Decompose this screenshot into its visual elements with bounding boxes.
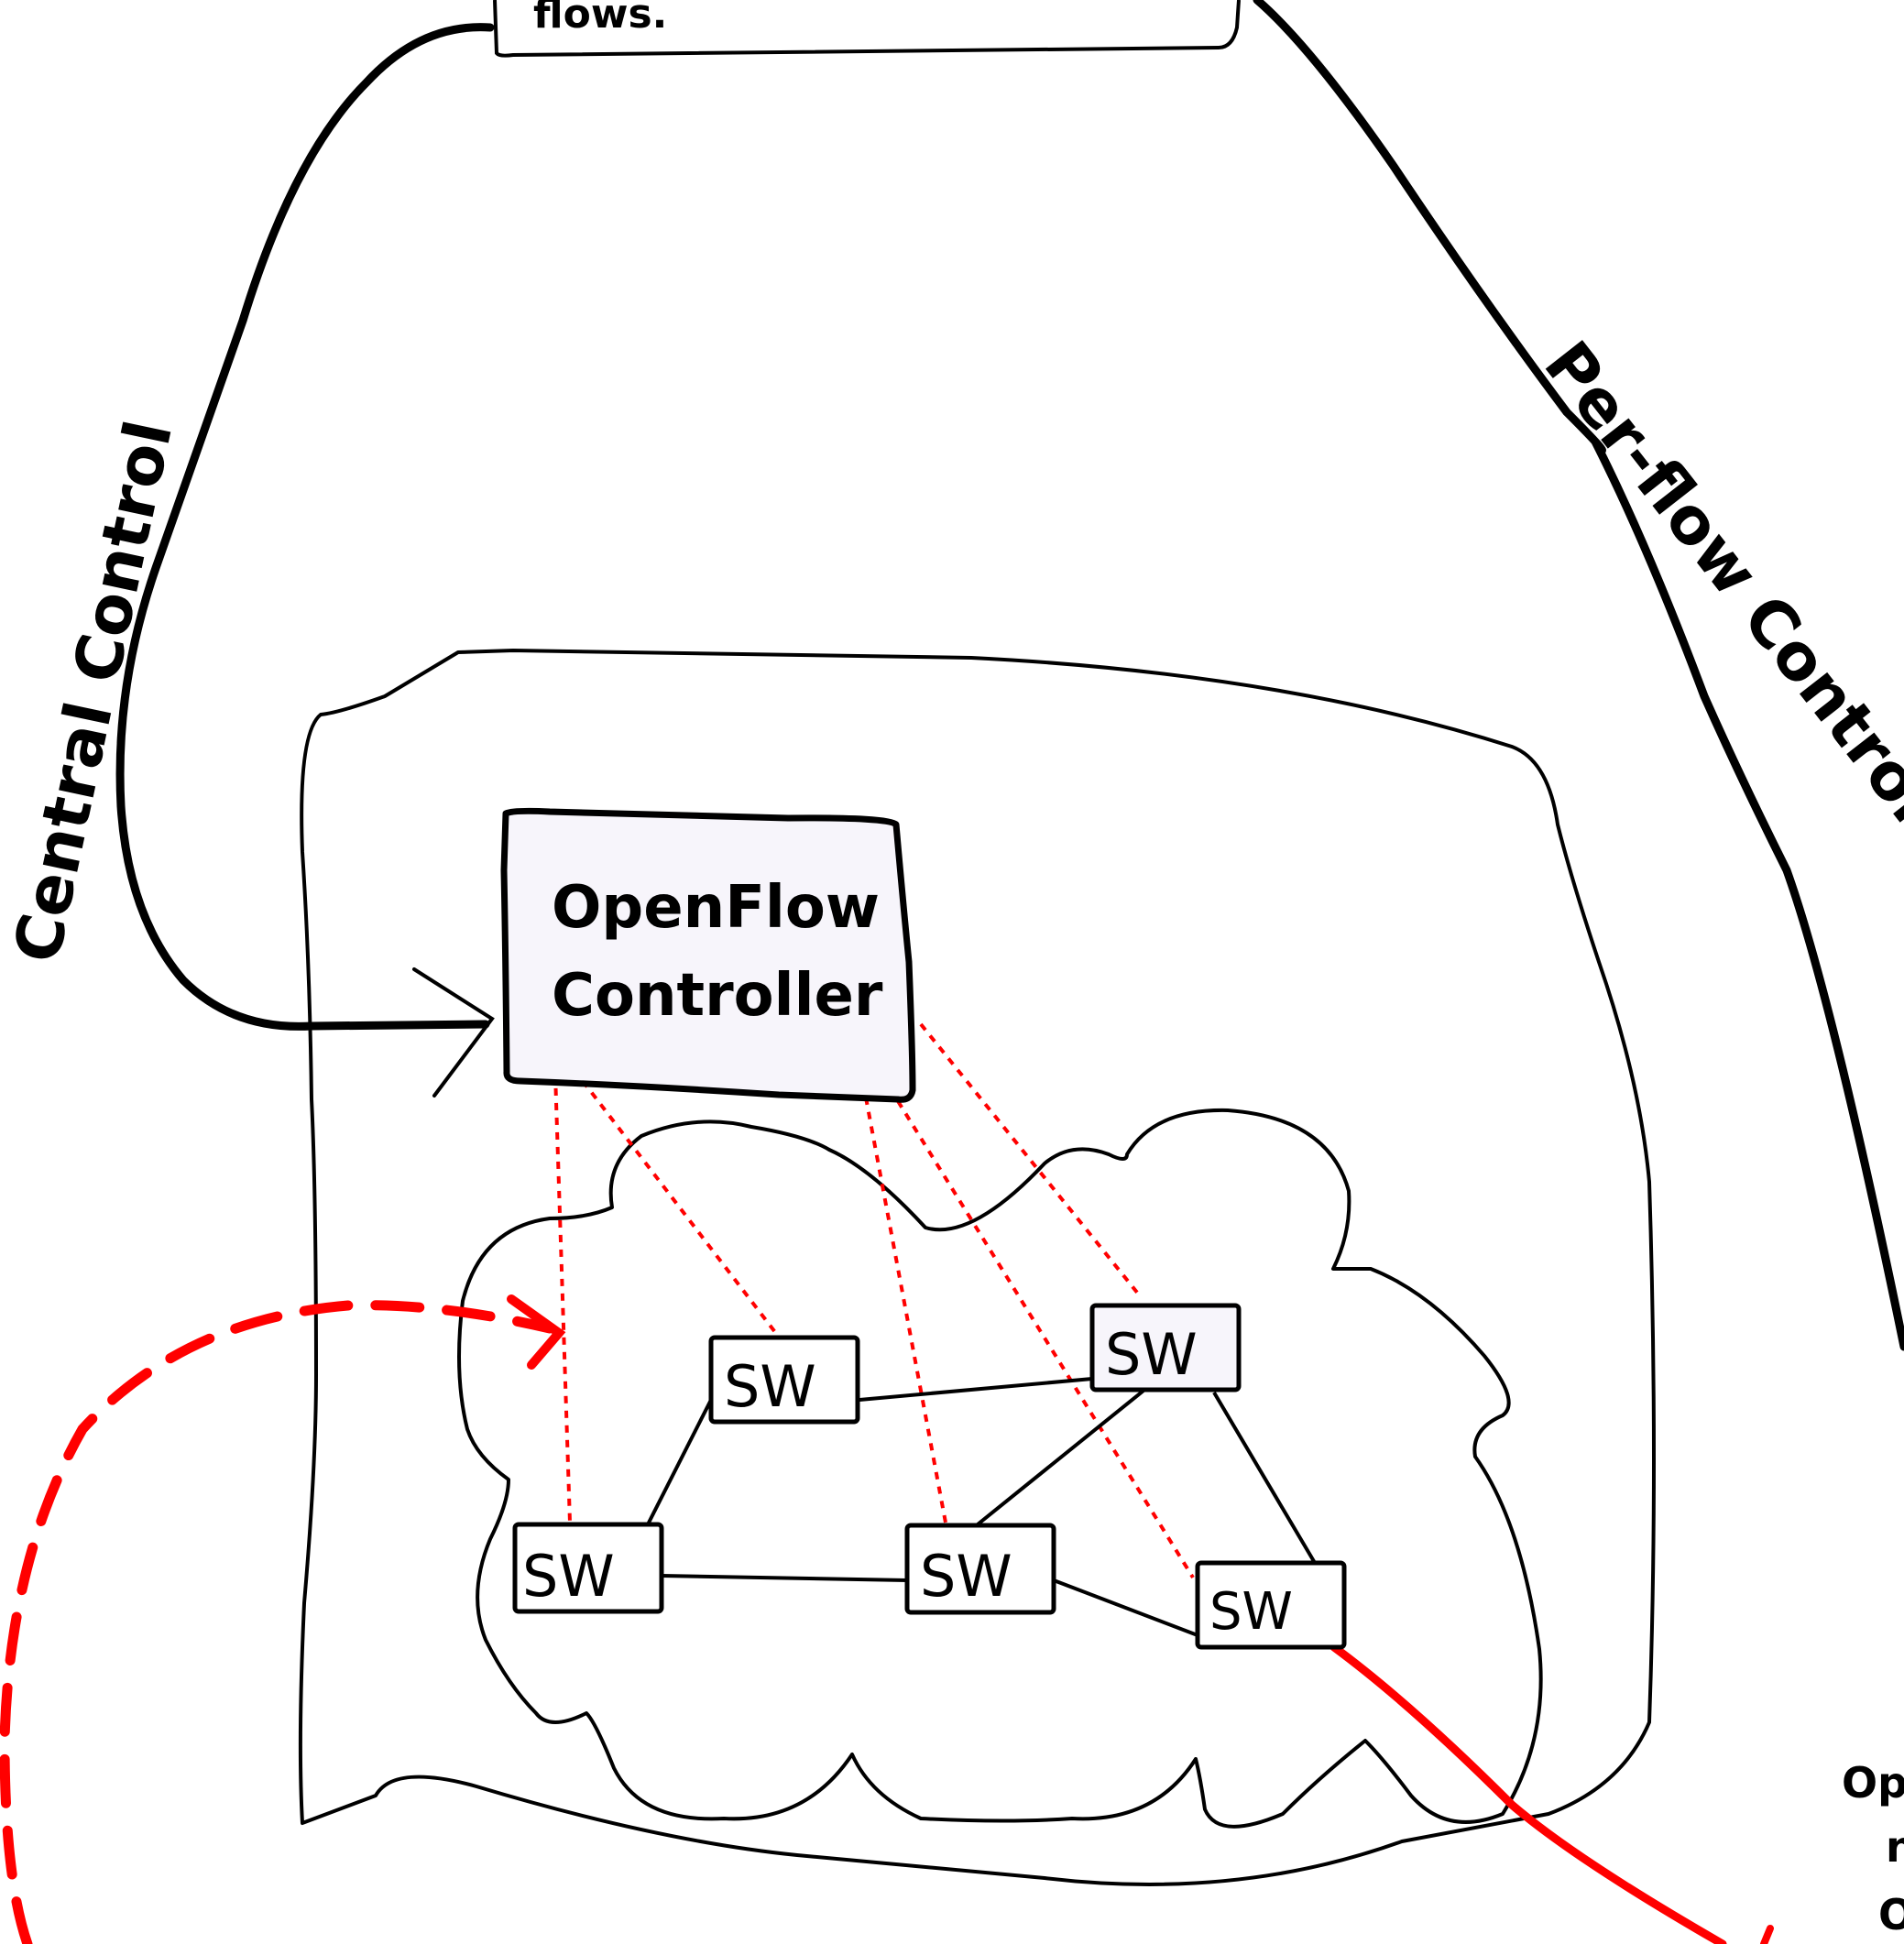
switch-2-label: SW	[1105, 1321, 1198, 1388]
central-control-arrowhead	[412, 967, 495, 1098]
top-note-box	[493, 0, 1241, 58]
cropped-note-line2: n	[1886, 1822, 1904, 1872]
switch-3-label: SW	[522, 1543, 615, 1610]
control-channel-3	[864, 1097, 947, 1524]
control-channel-2	[581, 1079, 782, 1341]
cropped-note-line3: O	[1878, 1890, 1904, 1939]
switch-1-box	[708, 1335, 860, 1425]
switch-3: SW	[512, 1522, 664, 1614]
cropped-note: Ope n O	[1842, 1758, 1904, 1939]
controller-title-line1: OpenFlow	[552, 874, 880, 942]
network-domain-outline	[298, 649, 1656, 1886]
top-note-text: flows.	[533, 0, 667, 38]
central-control-label: Central Control	[0, 414, 187, 969]
link-sw1-sw3	[644, 1399, 713, 1529]
central-control-connector	[115, 23, 495, 1098]
central-control-curve	[115, 23, 495, 1031]
top-note: flows.	[493, 0, 1241, 58]
link-sw2-sw5	[1212, 1391, 1317, 1565]
cropped-note-line1: Ope	[1842, 1758, 1904, 1807]
switch-5-label: SW	[1209, 1582, 1293, 1642]
control-channels	[553, 1022, 1195, 1579]
switch-5: SW	[1195, 1560, 1347, 1650]
link-sw1-sw2	[859, 1377, 1093, 1402]
switch-network-cloud	[457, 1108, 1543, 1829]
control-channel-4	[896, 1099, 1195, 1579]
incoming-flow-arrowhead	[507, 1294, 566, 1370]
control-channel-1	[553, 1073, 572, 1524]
switch-5-box	[1195, 1560, 1347, 1650]
switch-2-box	[1089, 1303, 1242, 1392]
openflow-controller: OpenFlow Controller	[500, 807, 916, 1103]
incoming-flow-arc	[0, 1300, 555, 1944]
switch-1-label: SW	[724, 1353, 816, 1420]
controller-title-line2: Controller	[552, 962, 883, 1030]
per-flow-control-curve	[1253, 0, 1904, 1351]
controller-box	[500, 807, 916, 1103]
outgoing-flow-line	[1330, 1643, 1727, 1944]
switch-2: SW	[1089, 1303, 1242, 1392]
outgoing-flow-marker	[1760, 1925, 1774, 1944]
control-channel-5	[919, 1022, 1140, 1295]
switch-4-label: SW	[920, 1543, 1012, 1610]
link-sw3-sw4	[661, 1574, 908, 1582]
switch-3-box	[512, 1522, 664, 1614]
switch-4: SW	[904, 1523, 1056, 1615]
switch-4-box	[904, 1523, 1056, 1615]
incoming-flow-arrow	[0, 1294, 566, 1944]
link-sw4-sw5	[1053, 1578, 1198, 1637]
link-sw2-sw4	[971, 1389, 1145, 1530]
switch-links	[644, 1377, 1317, 1637]
switch-1: SW	[708, 1335, 860, 1425]
per-flow-control-label: Per-flow Control	[1529, 328, 1904, 836]
